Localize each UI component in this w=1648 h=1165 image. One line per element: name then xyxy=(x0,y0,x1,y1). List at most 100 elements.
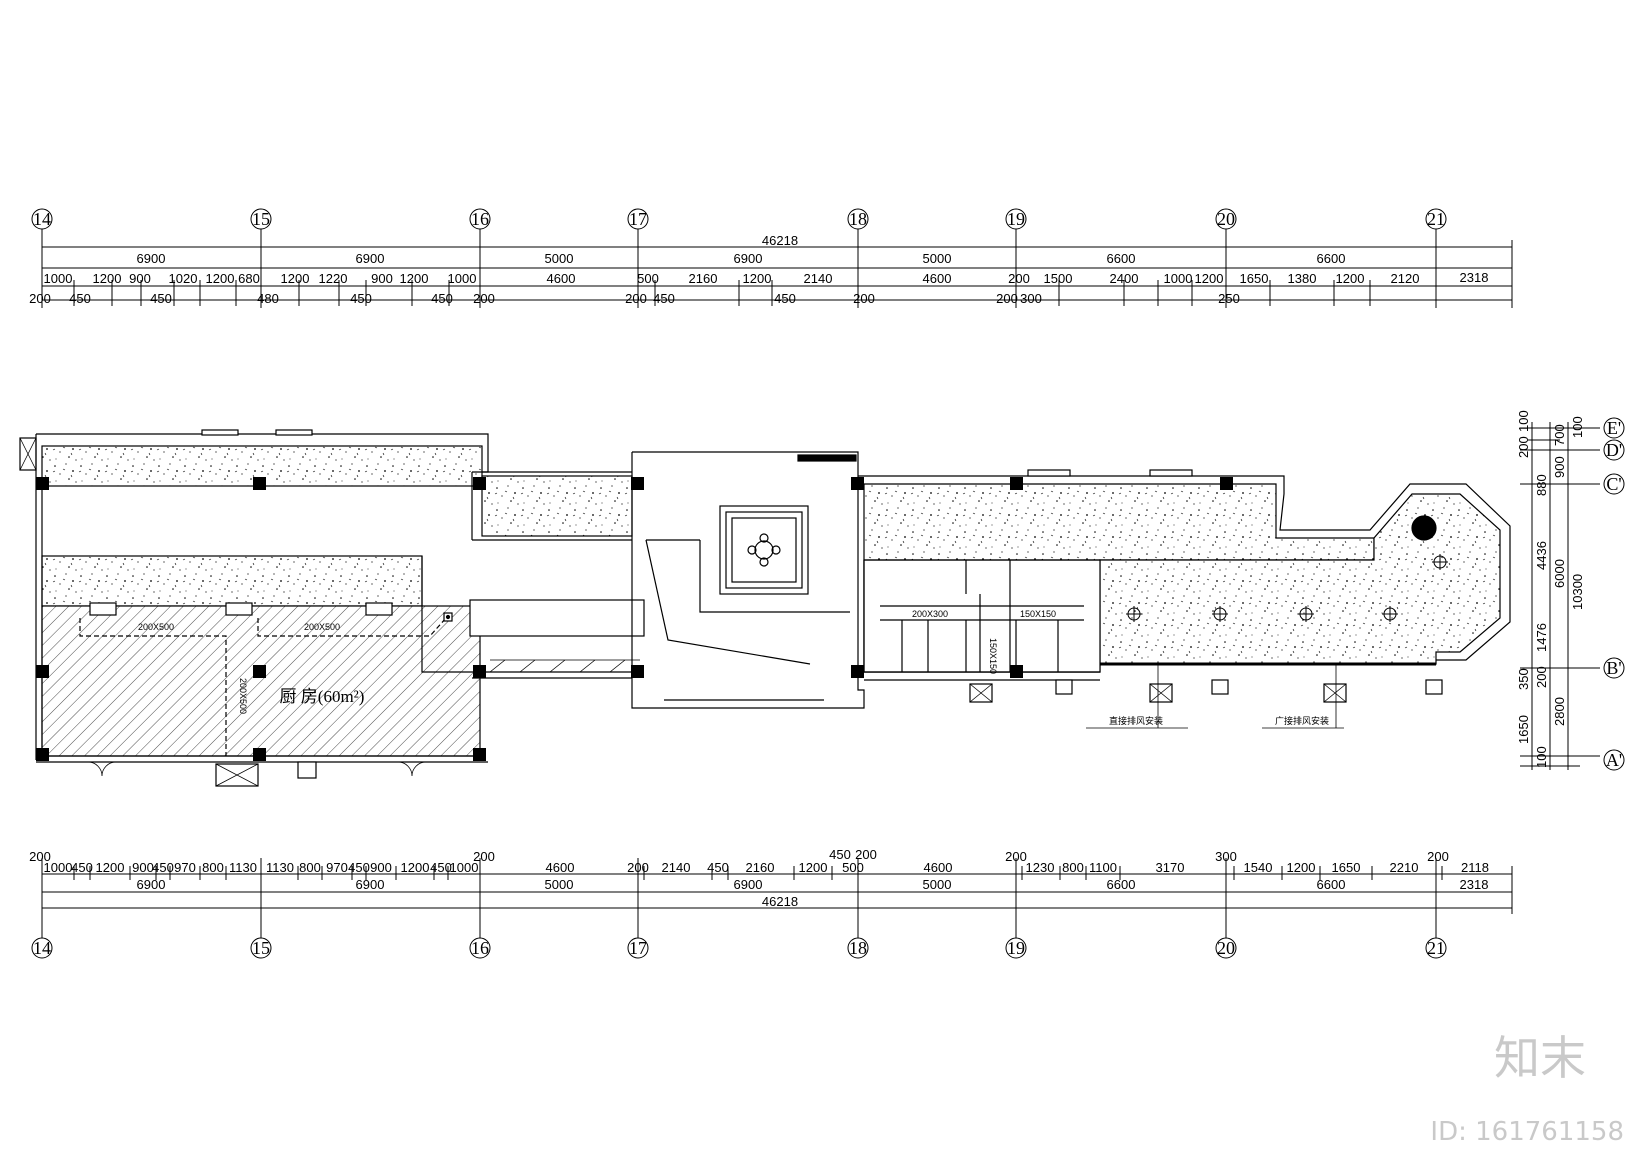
dim-label: 100 xyxy=(1516,410,1531,432)
dim-label: 1650 xyxy=(1240,271,1269,286)
dim-label: 970 xyxy=(174,860,196,875)
dim-label: 450 xyxy=(431,291,453,306)
watermark-id: ID: 161761158 xyxy=(1430,1117,1624,1147)
dim-label: 200 xyxy=(29,849,51,864)
axis-bubble-16: 16 xyxy=(469,208,491,233)
dim-label: 6900 xyxy=(137,251,166,266)
dim-label: 200 xyxy=(625,291,647,306)
dim-label: 6600 xyxy=(1317,877,1346,892)
axis-bubble-15: 15 xyxy=(250,937,272,959)
dim-label: 200 xyxy=(473,291,495,306)
axis-label: 17 xyxy=(629,938,647,958)
dim-label: 5000 xyxy=(545,251,574,266)
dim-label: 6900 xyxy=(356,251,385,266)
dim-label: 250 xyxy=(1218,291,1240,306)
axis-bubble-A: A' xyxy=(1603,749,1625,771)
axis-label: 20 xyxy=(1217,209,1235,229)
dim-label: 200 xyxy=(1534,666,1549,688)
dim-label: 450 xyxy=(774,291,796,306)
dim-label: 1200 xyxy=(1195,271,1224,286)
duct-label: 200X500 xyxy=(304,622,340,632)
dim-label: 5000 xyxy=(545,877,574,892)
dim-label: 4600 xyxy=(546,860,575,875)
axis-bubble-19: 19 xyxy=(1005,208,1027,233)
dim-label: 1130 xyxy=(266,860,294,875)
duct-label: 200X500 xyxy=(238,678,248,714)
dim-label: 2140 xyxy=(662,860,691,875)
axis-label: 19 xyxy=(1007,209,1025,229)
axis-bubble-16: 16 xyxy=(469,937,491,959)
right-axis-markers: E' D' C' B' A' xyxy=(1603,417,1625,771)
axis-label: C' xyxy=(1606,474,1621,494)
dim-label: 100 xyxy=(1534,746,1549,768)
axis-bubble-15: 15 xyxy=(250,208,272,233)
dim-label: 1200 xyxy=(281,271,310,286)
dim-label: 2140 xyxy=(804,271,833,286)
dim-label: 1200 xyxy=(799,860,828,875)
dim-label: 900 xyxy=(1552,456,1567,478)
axis-label: 15 xyxy=(252,938,270,958)
dim-label: 4600 xyxy=(924,860,953,875)
dim-label: 3170 xyxy=(1156,860,1185,875)
dim-label: 800 xyxy=(299,860,321,875)
note-label: 广接排风安装 xyxy=(1275,715,1329,726)
axis-label: 20 xyxy=(1217,938,1235,958)
dim-label: 100 xyxy=(1570,416,1585,438)
axis-bubble-20: 20 xyxy=(1215,208,1237,233)
dim-label: 900 xyxy=(129,271,151,286)
axis-bubble-E: E' xyxy=(1603,417,1625,439)
dim-label: 2210 xyxy=(1390,860,1419,875)
dim-label: 2800 xyxy=(1552,697,1567,726)
dim-label: 450 xyxy=(71,860,93,875)
dim-label: 4600 xyxy=(923,271,952,286)
axis-label: 18 xyxy=(849,209,867,229)
axis-label: 18 xyxy=(849,938,867,958)
top-tick-marks xyxy=(73,280,1371,306)
dim-label: 6600 xyxy=(1107,877,1136,892)
dim-label: 2118 xyxy=(1461,860,1489,875)
dim-label: 200 xyxy=(996,291,1018,306)
dim-label: 1650 xyxy=(1516,715,1531,744)
dim-label: 200 xyxy=(1516,436,1531,458)
axis-bubble-18: 18 xyxy=(847,937,869,959)
axis-bubble-17: 17 xyxy=(627,937,649,959)
dim-label: 6900 xyxy=(356,877,385,892)
bottom-total-dimension: 46218 xyxy=(762,894,798,909)
axis-bubble-D: D' xyxy=(1603,439,1625,461)
dim-label: 10300 xyxy=(1570,574,1585,610)
dim-label: 6900 xyxy=(137,877,166,892)
dim-label: 1000 xyxy=(1164,271,1193,286)
note-label: 直接排风安装 xyxy=(1109,715,1163,726)
dim-label: 1230 xyxy=(1026,860,1055,875)
dim-label: 6000 xyxy=(1552,559,1567,588)
axis-bubble-20: 20 xyxy=(1215,937,1237,959)
top-axis-markers: 14 15 16 17 18 19 20 21 xyxy=(31,208,1447,233)
axis-label: 16 xyxy=(471,209,489,229)
dim-label: 200 xyxy=(627,860,649,875)
dim-label: 6900 xyxy=(734,877,763,892)
dim-label: 1540 xyxy=(1244,860,1273,875)
dim-label: 1000 xyxy=(44,271,73,286)
dim-label: 1500 xyxy=(1044,271,1073,286)
dim-label: 700 xyxy=(1552,424,1567,446)
dim-label: 6900 xyxy=(734,251,763,266)
dim-label: 1130 xyxy=(229,860,257,875)
axis-bubble-14: 14 xyxy=(31,208,53,233)
dim-label: 200 xyxy=(1005,849,1027,864)
dim-label: 450 xyxy=(69,291,91,306)
dim-label: 1200 xyxy=(1287,860,1316,875)
axis-label: E' xyxy=(1607,418,1621,438)
duct-label: 200X300 xyxy=(912,609,948,619)
dim-label: 300 xyxy=(1215,849,1237,864)
dim-label: 200 xyxy=(1008,271,1030,286)
dim-label: 1200 xyxy=(1336,271,1365,286)
dim-label: 300 xyxy=(1020,291,1042,306)
dim-label: 450 xyxy=(653,291,675,306)
dim-label: 4436 xyxy=(1534,541,1549,570)
dim-label: 200 xyxy=(1427,849,1449,864)
plan-left-wing xyxy=(19,429,489,787)
bottom-tick-marks xyxy=(73,866,1443,880)
dim-label: 5000 xyxy=(923,877,952,892)
dim-label: 800 xyxy=(202,860,224,875)
